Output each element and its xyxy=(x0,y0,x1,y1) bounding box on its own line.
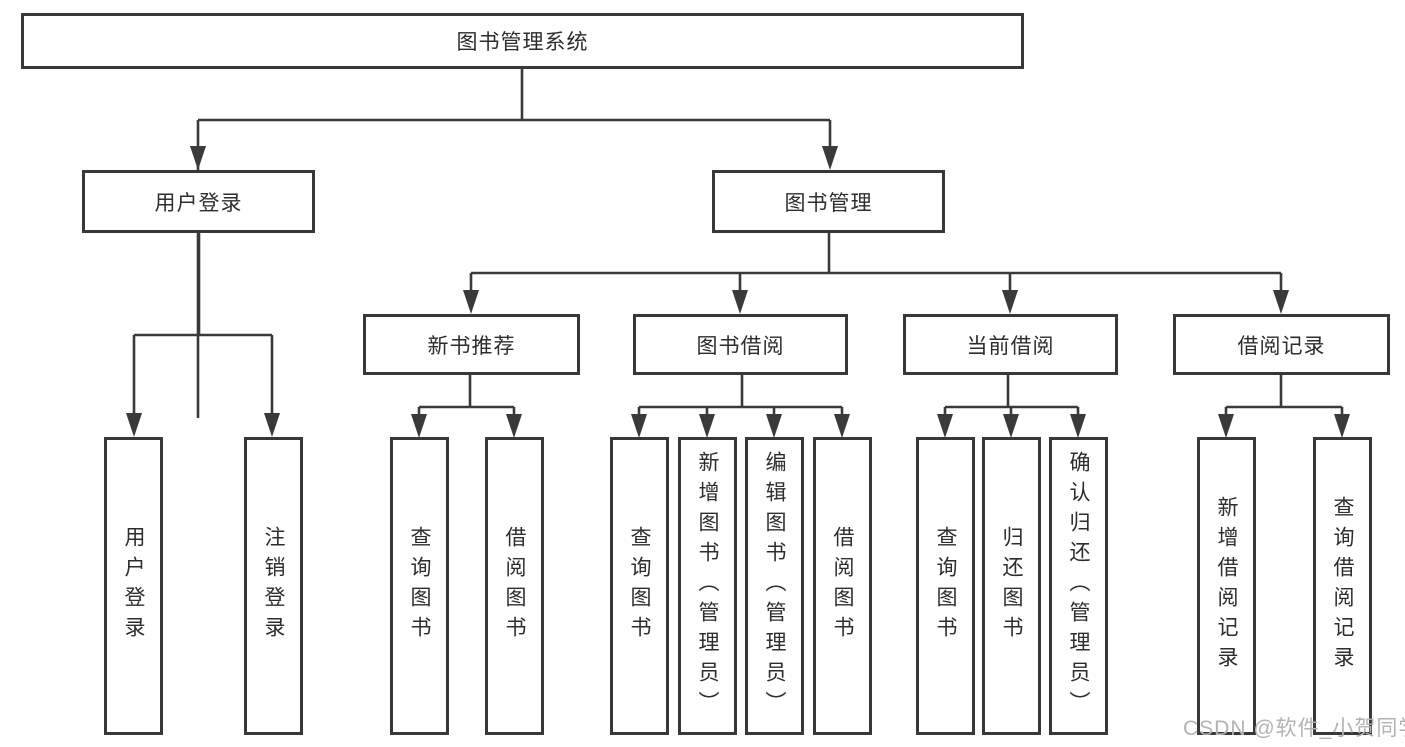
node-user-login: 用户登录 xyxy=(82,170,315,233)
leaf-bb-query-book-label: 查询图书 xyxy=(628,526,651,646)
leaf-rec-borrow-book-label: 借阅图书 xyxy=(503,526,526,646)
node-root-label: 图书管理系统 xyxy=(456,31,589,54)
node-borrow-records: 借阅记录 xyxy=(1173,314,1390,375)
leaf-rec-query-book: 查询图书 xyxy=(390,437,449,735)
leaf-user-login: 用户登录 xyxy=(104,437,163,735)
leaf-cb-query-book: 查询图书 xyxy=(916,437,975,735)
leaf-bb-add-book-admin-label: 新增图书（管理员） xyxy=(696,451,719,721)
leaf-bb-borrow-book-label: 借阅图书 xyxy=(831,526,854,646)
leaf-cb-return-book-label: 归还图书 xyxy=(1000,526,1023,646)
leaf-bb-query-book: 查询图书 xyxy=(610,437,669,735)
leaf-logout-label: 注销登录 xyxy=(262,526,285,646)
leaf-bb-edit-book-admin: 编辑图书（管理员） xyxy=(745,437,804,735)
watermark: CSDN @软件_小贺同学 xyxy=(1183,717,1405,740)
node-borrow-records-label: 借阅记录 xyxy=(1237,334,1326,358)
node-book-management: 图书管理 xyxy=(712,170,945,233)
leaf-br-query-record: 查询借阅记录 xyxy=(1313,437,1372,735)
leaf-bb-borrow-book: 借阅图书 xyxy=(813,437,872,735)
leaf-br-add-record: 新增借阅记录 xyxy=(1197,437,1256,735)
leaf-user-login-label: 用户登录 xyxy=(122,526,145,646)
leaf-rec-query-book-label: 查询图书 xyxy=(408,526,431,646)
node-book-management-label: 图书管理 xyxy=(784,191,873,215)
leaf-rec-borrow-book: 借阅图书 xyxy=(485,437,544,735)
node-new-book-recommend: 新书推荐 xyxy=(363,314,580,375)
node-new-book-recommend-label: 新书推荐 xyxy=(427,334,516,358)
node-root: 图书管理系统 xyxy=(21,13,1024,69)
leaf-cb-confirm-return-admin-label: 确认归还（管理员） xyxy=(1067,451,1090,721)
node-book-borrow-label: 图书借阅 xyxy=(696,334,785,358)
leaf-bb-add-book-admin: 新增图书（管理员） xyxy=(678,437,737,735)
leaf-cb-return-book: 归还图书 xyxy=(982,437,1041,735)
leaf-logout: 注销登录 xyxy=(244,437,303,735)
leaf-bb-edit-book-admin-label: 编辑图书（管理员） xyxy=(763,451,786,721)
node-current-borrow: 当前借阅 xyxy=(903,314,1118,375)
leaf-cb-query-book-label: 查询图书 xyxy=(934,526,957,646)
leaf-br-add-record-label: 新增借阅记录 xyxy=(1215,496,1238,676)
leaf-br-query-record-label: 查询借阅记录 xyxy=(1331,496,1354,676)
node-book-borrow: 图书借阅 xyxy=(633,314,848,375)
leaf-cb-confirm-return-admin: 确认归还（管理员） xyxy=(1049,437,1108,735)
node-current-borrow-label: 当前借阅 xyxy=(966,334,1055,358)
node-user-login-label: 用户登录 xyxy=(154,191,243,215)
